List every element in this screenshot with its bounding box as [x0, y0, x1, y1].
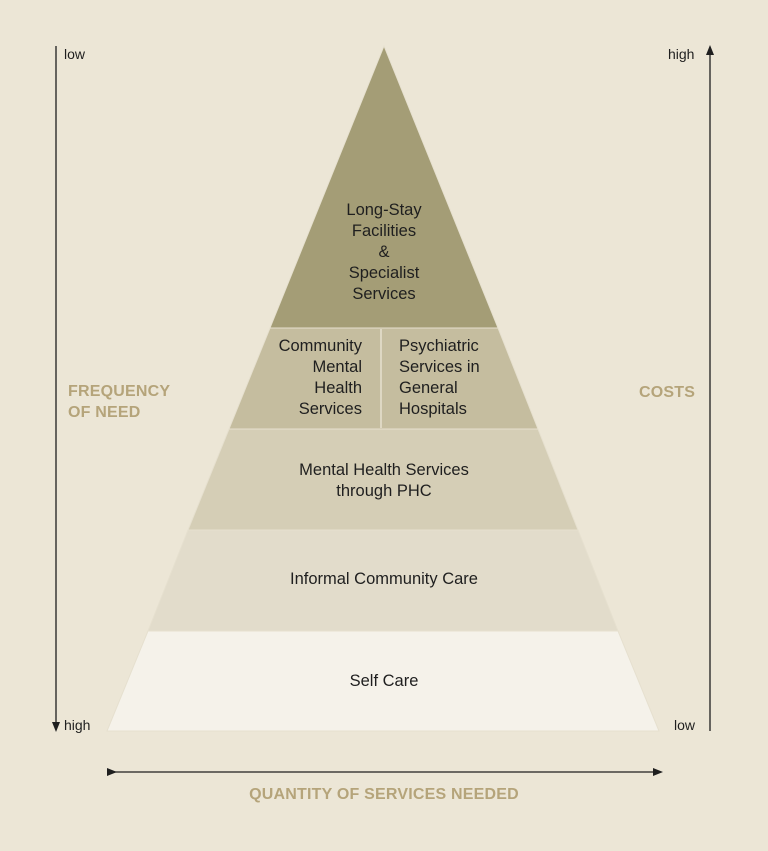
- tier-long-stay-shape: [269, 44, 499, 329]
- tier-community-mental-health-label: Community Mental Health Services: [278, 337, 362, 418]
- left-axis-title: FREQUENCY OF NEED: [68, 383, 171, 421]
- right-axis-title: COSTS: [639, 384, 696, 401]
- tier-informal-care-label: Informal Community Care: [290, 570, 478, 588]
- left-axis-top-label: low: [64, 46, 86, 62]
- left-axis-bottom-label: high: [64, 717, 91, 733]
- tier-self-care-label: Self Care: [349, 672, 419, 690]
- bottom-axis-title: QUANTITY OF SERVICES NEEDED: [249, 786, 519, 803]
- tier-long-stay-label: Long-Stay Facilities & Specialist Servic…: [346, 201, 422, 303]
- tier-psychiatric-general-label: Psychiatric Services in General Hospital…: [399, 337, 480, 418]
- right-axis-top-label: high: [668, 46, 695, 62]
- tier-phc-label: Mental Health Services through PHC: [299, 461, 469, 500]
- right-axis-bottom-label: low: [674, 717, 696, 733]
